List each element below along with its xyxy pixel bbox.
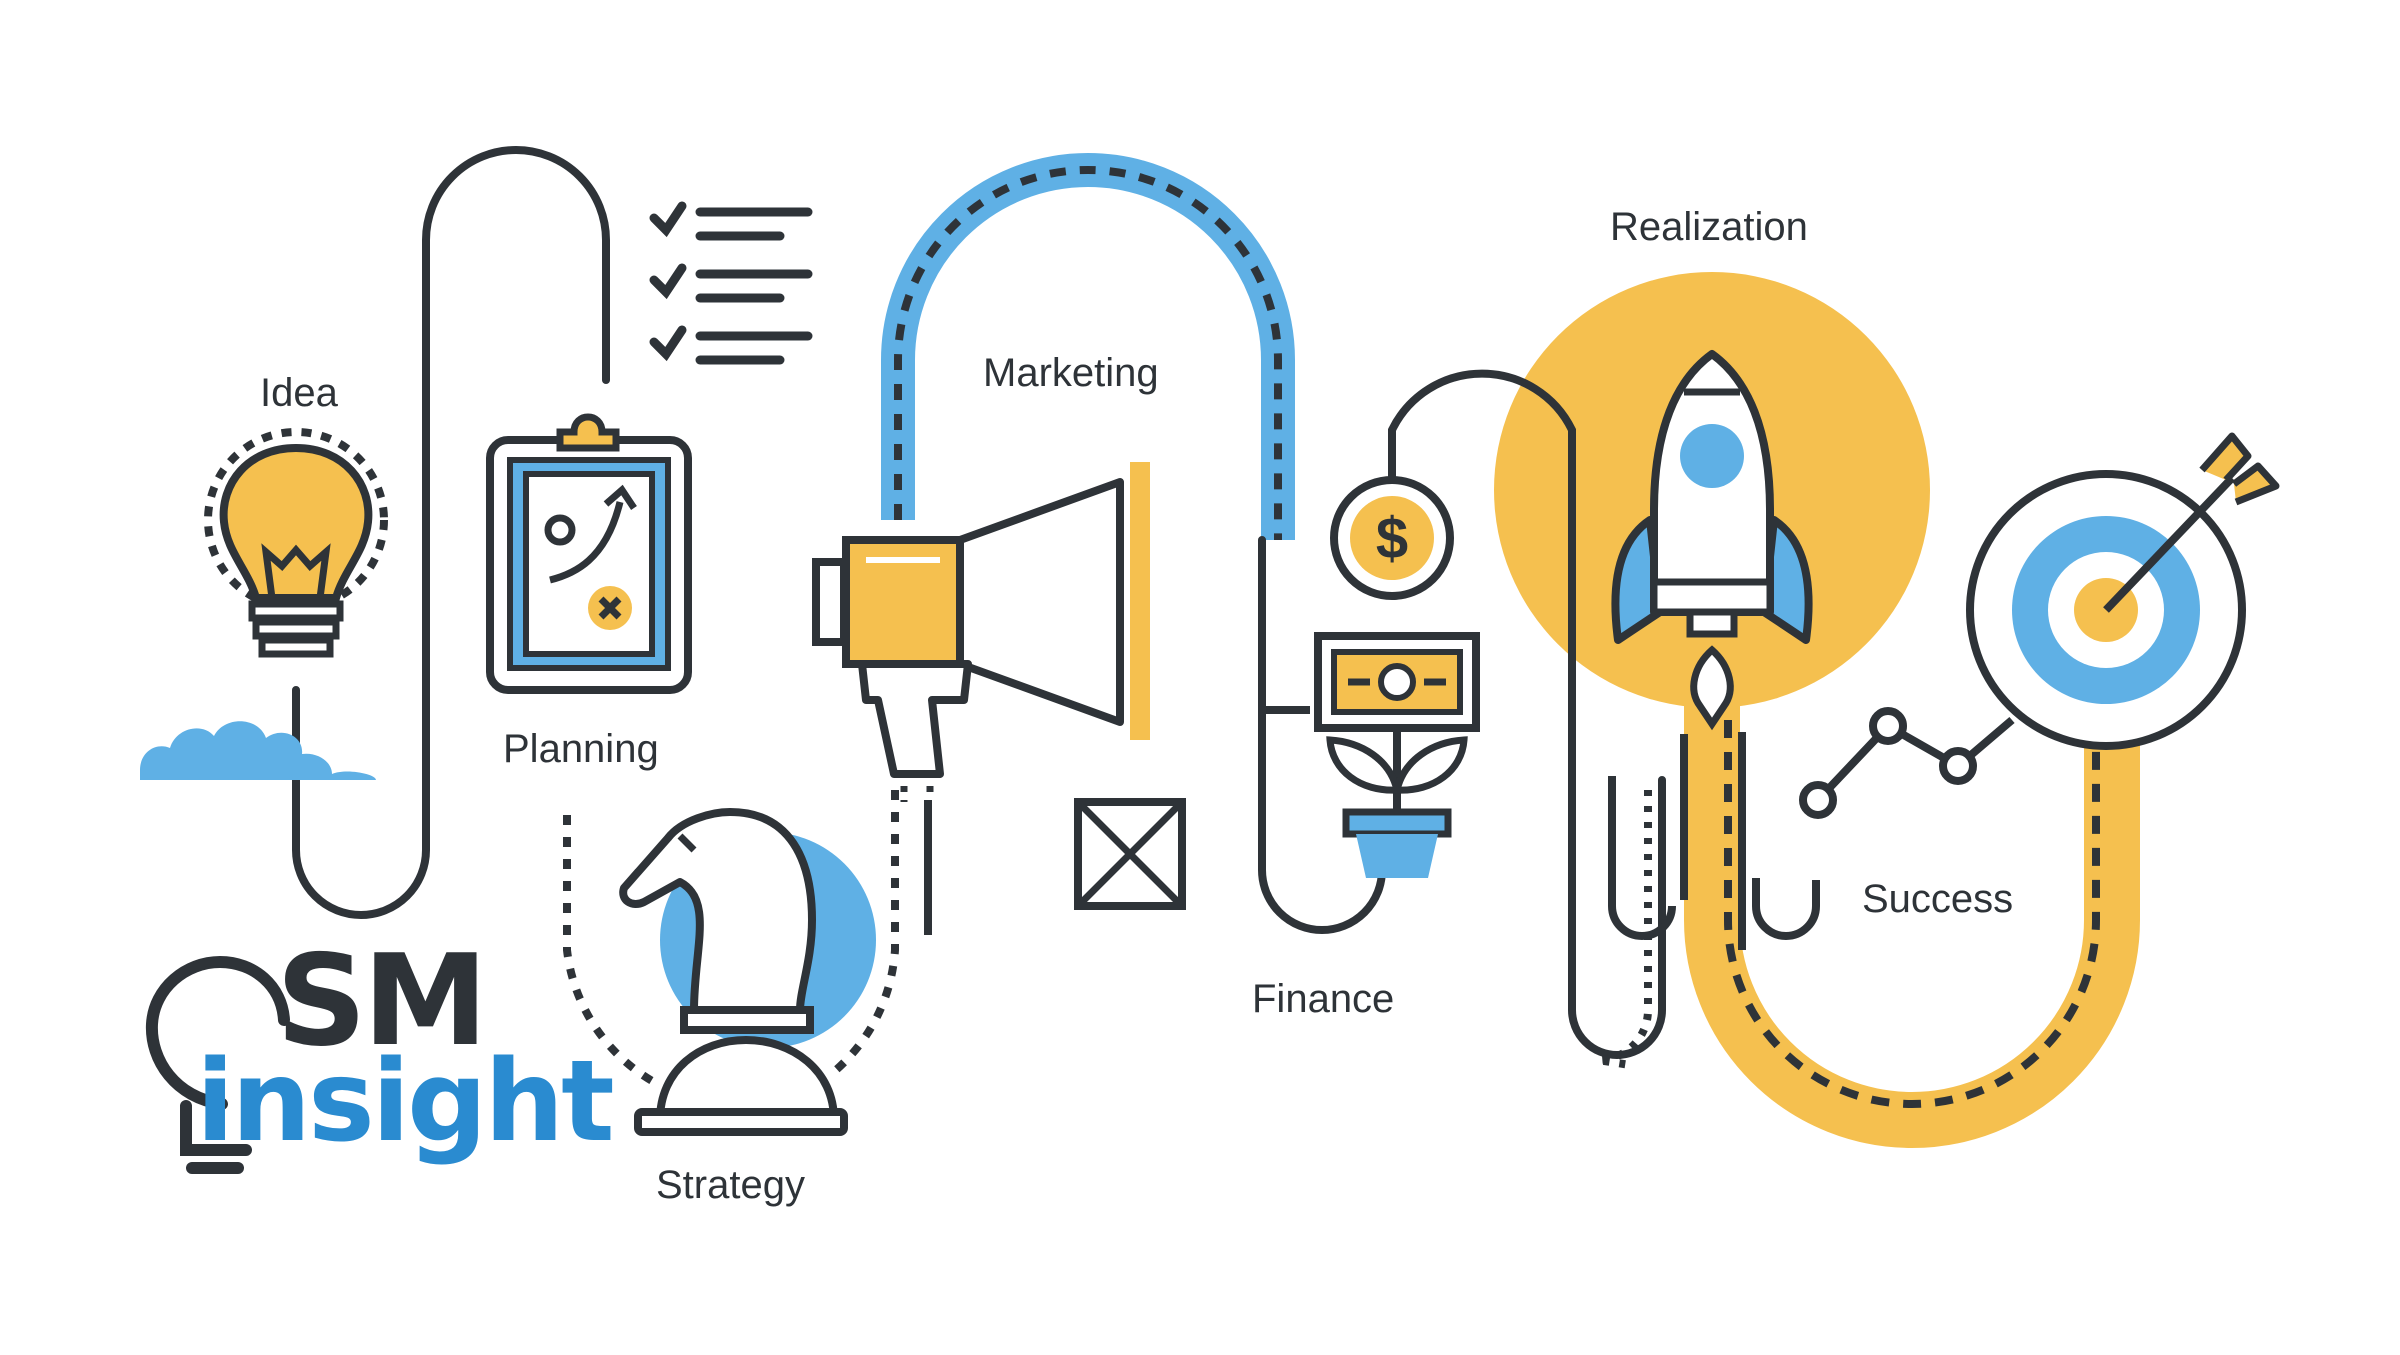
megaphone-icon (812, 462, 1150, 935)
logo-text-sm: SM (276, 927, 484, 1074)
stage-label-strategy: Strategy (656, 1163, 805, 1207)
stage-label-planning: Planning (503, 727, 659, 771)
marketing-arch-dash (894, 166, 1282, 540)
cloud-icon (140, 721, 376, 780)
stage-label-idea: Idea (260, 371, 339, 415)
stage-label-marketing: Marketing (983, 351, 1159, 395)
finance-line (1258, 536, 1386, 934)
svg-text:$: $ (1376, 506, 1408, 571)
roadmap-line (292, 146, 610, 919)
realization-line (1388, 369, 1666, 1059)
logo-bulb-icon (145, 955, 290, 1174)
sm-insight-logo: SM insight (145, 927, 615, 1174)
stage-label-realization: Realization (1610, 205, 1808, 249)
dollar-coin-icon: $ (1330, 476, 1454, 600)
lightbulb-icon (204, 428, 388, 658)
arrow-icon (2103, 432, 2280, 613)
checklist-icon (649, 201, 813, 365)
chess-knight-icon (563, 790, 899, 1136)
growth-chart-icon (1799, 707, 2015, 819)
clipboard-icon (486, 413, 692, 694)
stage-label-success: Success (1862, 877, 2013, 921)
banknote-icon (1314, 632, 1480, 732)
rocket-icon (1608, 350, 1820, 950)
logo-text-insight: insight (196, 1037, 612, 1167)
realization-dotted (1597, 790, 1652, 1069)
crossed-box-icon (1074, 798, 1186, 910)
success-u-dash (1724, 720, 2100, 1108)
money-plant-icon (1326, 728, 1468, 878)
stage-label-finance: Finance (1252, 977, 1394, 1021)
success-u-band (1684, 700, 2140, 1148)
